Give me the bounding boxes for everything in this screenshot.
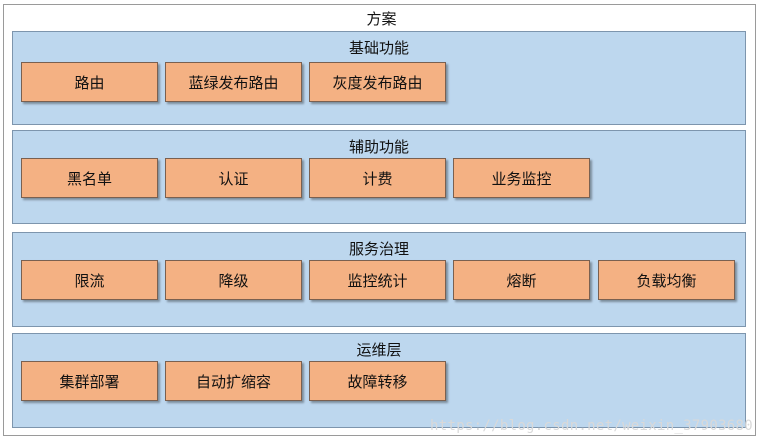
item-box: 灰度发布路由 xyxy=(309,62,446,102)
diagram-title: 方案 xyxy=(366,10,397,28)
item-box: 认证 xyxy=(165,158,302,198)
section-label: 运维层 xyxy=(356,341,402,359)
section-label: 辅助功能 xyxy=(348,138,409,156)
item-box: 黑名单 xyxy=(21,158,158,198)
item-box: 计费 xyxy=(309,158,446,198)
section-ops: 运维层 集群部署 自动扩缩容 故障转移 xyxy=(12,333,746,428)
item-box: 监控统计 xyxy=(309,260,446,300)
item-box: 熔断 xyxy=(453,260,590,300)
watermark-text: https://blog.csdn.net/weixin_37903680 xyxy=(430,418,753,434)
item-box: 路由 xyxy=(21,62,158,102)
item-box: 故障转移 xyxy=(309,361,446,401)
item-box: 集群部署 xyxy=(21,361,158,401)
item-box: 负载均衡 xyxy=(598,260,735,300)
item-box: 自动扩缩容 xyxy=(165,361,302,401)
section-auxiliary: 辅助功能 黑名单 认证 计费 业务监控 xyxy=(12,130,746,224)
section-label: 服务治理 xyxy=(348,240,409,258)
item-box: 限流 xyxy=(21,260,158,300)
section-basic: 基础功能 路由 蓝绿发布路由 灰度发布路由 xyxy=(12,31,746,125)
item-box: 降级 xyxy=(165,260,302,300)
section-label: 基础功能 xyxy=(348,39,409,57)
item-box: 蓝绿发布路由 xyxy=(165,62,302,102)
section-governance: 服务治理 限流 降级 监控统计 熔断 负载均衡 xyxy=(12,232,746,327)
item-box: 业务监控 xyxy=(453,158,590,198)
